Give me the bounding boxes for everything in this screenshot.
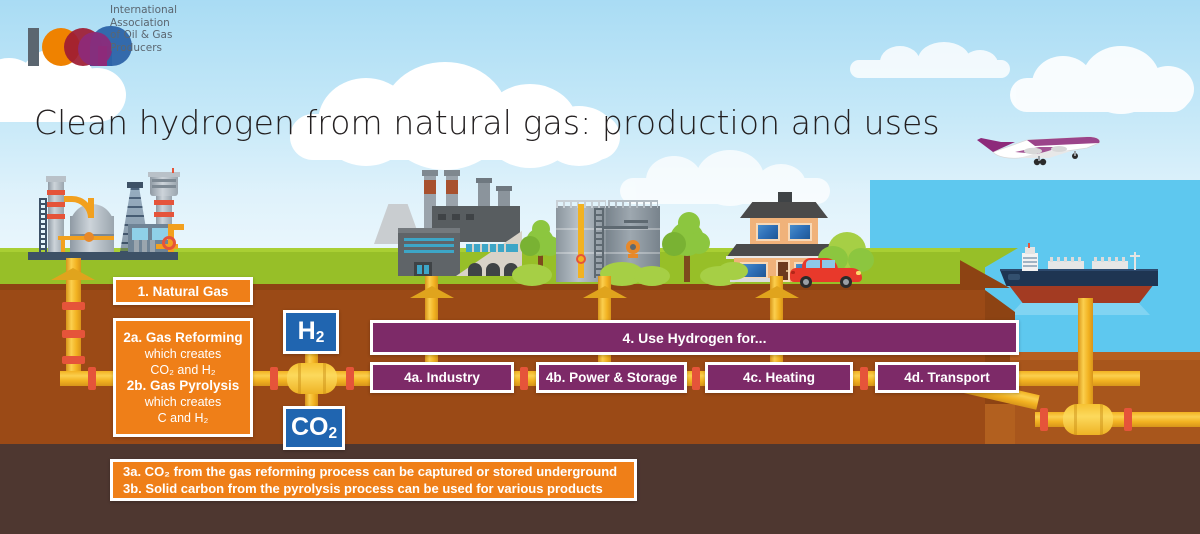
pipe-ring [88,367,96,390]
pipe-ring [1124,408,1132,431]
step-4-label: 4. Use Hydrogen for... [622,329,767,346]
pipe-ring [346,367,354,390]
step-2a-sub-2: CO₂ and H₂ [150,362,216,377]
use-case-transport[interactable]: 4d. Transport [875,362,1019,393]
pipe-ring [62,302,85,310]
ship-riser [1078,298,1093,428]
tree [662,212,710,282]
logo-line-2: Association [110,16,170,29]
airplane [975,122,1105,170]
use-case-power-storage-label: 4b. Power & Storage [545,370,678,385]
pipe-base [410,286,454,298]
use-case-heating-label: 4c. Heating [742,370,816,385]
bush [718,262,748,280]
logo-bar [28,28,39,66]
pipe-ring [692,367,700,390]
hydrogen-badge[interactable]: H2 [283,310,339,354]
logo-wordmark: International Association of Oil & Gas P… [110,4,220,54]
valve-band [1100,404,1103,435]
carbon-dioxide-formula: CO2 [290,413,338,442]
iogp-logo[interactable] [28,24,188,72]
step-2b-sub-1: which creates [144,394,222,409]
pipe-base [51,268,95,280]
pipe-base [755,286,799,298]
refinery-riser [66,258,81,378]
use-case-power-storage[interactable]: 4b. Power & Storage [536,362,687,393]
use-case-industry[interactable]: 4a. Industry [370,362,514,393]
logo-g-stem [98,46,107,66]
valve-band [298,363,301,394]
car [790,258,862,288]
step-2a-sub-1: which creates [144,346,222,361]
step-3b-label: 3b. Solid carbon from the pyrolysis proc… [123,481,603,496]
pipe-ring [270,367,278,390]
valve-band [323,363,326,394]
step-2b-heading: 2b. Gas Pyrolysis [126,377,240,393]
step-3-storage-box[interactable]: 3a. CO₂ from the gas reforming process c… [110,459,637,501]
ship-valve [1063,404,1113,435]
pipe-ring [520,367,528,390]
step-3a-label: 3a. CO₂ from the gas reforming process c… [123,464,618,479]
use-case-heating[interactable]: 4c. Heating [705,362,853,393]
valve-band [1074,404,1077,435]
bush [512,264,552,286]
coast-shelf-top [1010,352,1200,360]
pipe-ring [62,356,85,364]
pipe-ring [1040,408,1048,431]
step-1-natural-gas-box[interactable]: 1. Natural Gas [113,277,253,305]
logo-line-3: of Oil & Gas [110,29,173,42]
step-4-use-hydrogen-header[interactable]: 4. Use Hydrogen for... [370,320,1019,355]
soil-layer-top [0,282,985,290]
pipe-ring [62,330,85,338]
carbon-dioxide-badge[interactable]: CO2 [283,406,345,450]
bush [634,266,670,286]
logo-line-4: Producers [110,41,162,54]
central-valve [287,363,337,394]
coast-pipeline-lower [1035,412,1200,427]
hydrogen-formula: H2 [297,317,325,346]
use-case-industry-label: 4a. Industry [404,370,480,385]
pipe-base [583,286,627,298]
factory [372,170,542,280]
step-2-processing-box[interactable]: 2a. Gas Reforming which creates CO₂ and … [113,318,253,437]
page-title: Clean hydrogen from natural gas: product… [34,103,940,142]
step-1-label: 1. Natural Gas [137,283,229,299]
cargo-ship [1000,243,1160,315]
tree [520,218,560,280]
step-2a-heading: 2a. Gas Reforming [123,329,243,345]
refinery [28,168,184,260]
logo-line-1: International [110,4,178,16]
step-2b-sub-2: C and H₂ [157,410,209,425]
pipe-ring [860,367,868,390]
use-case-transport-label: 4d. Transport [904,370,990,385]
